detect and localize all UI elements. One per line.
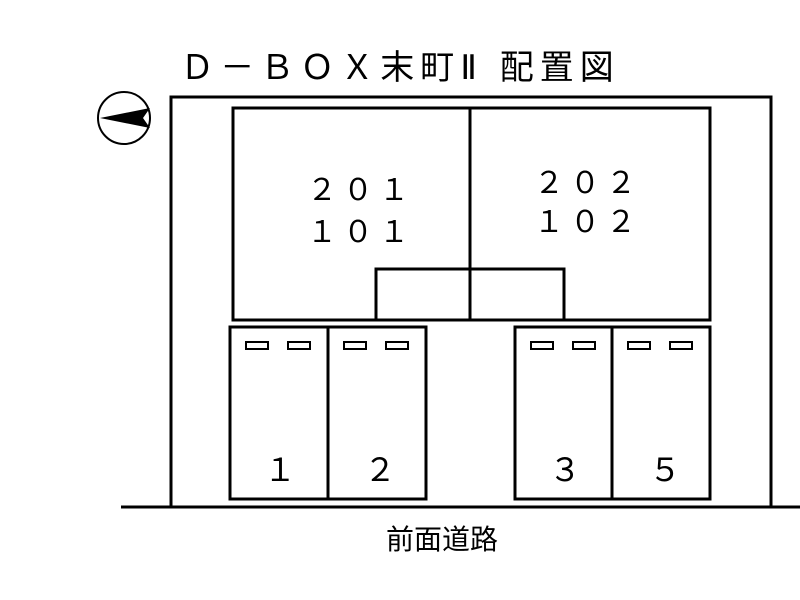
north-arrow-icon (97, 91, 151, 145)
parking-block-right (513, 325, 712, 501)
unit-upper-202: ２０２ (534, 166, 642, 201)
parking-label-3: ３ (549, 451, 581, 489)
parking-label-2: ２ (364, 451, 396, 489)
parking-block-left (228, 325, 428, 501)
unit-lower-102: １０２ (534, 205, 642, 240)
site-boundary (169, 95, 773, 507)
unit-upper-201: ２０１ (307, 173, 415, 208)
page-title: Ｄ－ＢＯＸ末町Ⅱ 配置図 (180, 48, 620, 88)
parking-label-5: ５ (649, 451, 681, 489)
road-label: 前面道路 (386, 523, 498, 556)
parking-label-1: １ (264, 451, 296, 489)
unit-lower-101: １０１ (307, 215, 415, 250)
building (231, 106, 712, 322)
